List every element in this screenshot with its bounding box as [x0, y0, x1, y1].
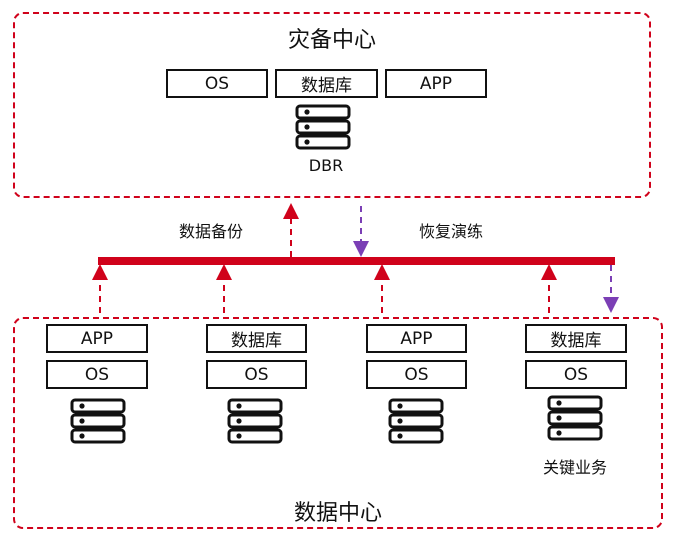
network-bus [98, 257, 615, 265]
node-2-top: 数据库 [206, 324, 307, 353]
node-4-server-icon [547, 395, 603, 441]
node-3-bottom: OS [366, 360, 467, 389]
node-3-server-icon [388, 398, 444, 444]
node-4-bottom: OS [525, 360, 627, 389]
node-4-top: 数据库 [525, 324, 627, 353]
dr-center-title: 灾备中心 [287, 28, 376, 53]
key-business-label: 关键业务 [542, 458, 607, 477]
data-center-title: 数据中心 [293, 501, 382, 526]
restore-label: 恢复演练 [418, 222, 483, 241]
node-1-top: APP [46, 324, 148, 353]
node-2-server-icon [227, 398, 283, 444]
data-center-zone: 数据中心 [13, 317, 663, 529]
node-3-top: APP [366, 324, 467, 353]
dr-layer-os: OS [166, 69, 268, 98]
node-2-bottom: OS [206, 360, 307, 389]
dr-center-zone: 灾备中心 [13, 12, 651, 198]
node-1-server-icon [70, 398, 126, 444]
dr-layer-database: 数据库 [275, 69, 378, 98]
node-1-bottom: OS [46, 360, 148, 389]
backup-label: 数据备份 [178, 222, 243, 241]
dbr-label: DBR [308, 156, 344, 175]
dr-layer-app: APP [385, 69, 487, 98]
dr-server-icon [295, 104, 351, 150]
